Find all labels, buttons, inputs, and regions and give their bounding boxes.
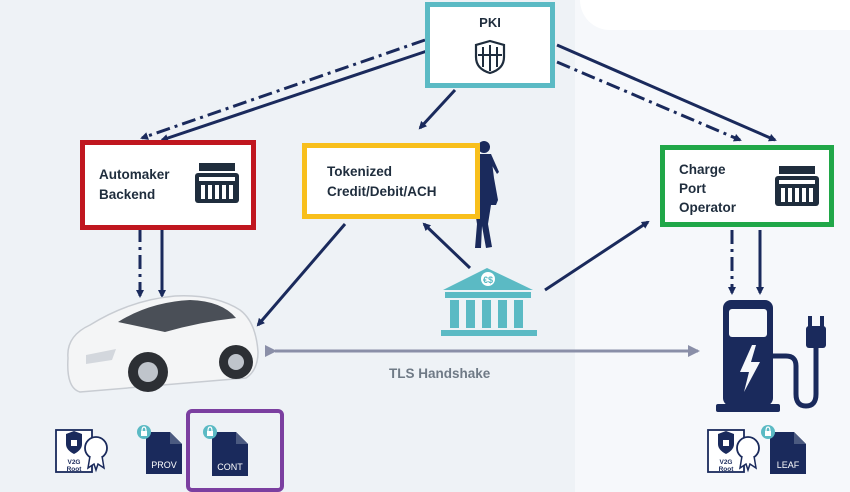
edge-bank-tokenized xyxy=(422,222,472,270)
cert-cont-label: CONT xyxy=(217,462,243,472)
cont-certificate-highlight xyxy=(186,409,284,492)
cert-root-label: Root xyxy=(67,466,83,473)
edge-tokenized-car xyxy=(256,223,347,327)
document-icon: PROV xyxy=(137,425,182,474)
background-right xyxy=(575,0,850,492)
tokenized-payment-node: Tokenized Credit/Debit/ACH xyxy=(302,143,480,219)
edge-pki-automaker xyxy=(160,48,431,142)
certificate-icon: V2G Root xyxy=(55,429,108,473)
automaker-backend-node: Automaker Backend xyxy=(80,140,256,230)
svg-text:€$: €$ xyxy=(483,275,493,285)
edge-bank-cpo xyxy=(544,220,650,292)
server-icon xyxy=(775,166,819,206)
server-icon xyxy=(195,163,239,203)
edge-pki-cpo-dashed xyxy=(556,60,742,142)
edge-pki-cpo xyxy=(556,43,777,142)
shield-icon xyxy=(474,39,506,75)
cert-leaf-label: LEAF xyxy=(777,460,800,470)
automaker-label: Automaker Backend xyxy=(99,167,170,202)
document-icon: LEAF xyxy=(761,425,806,474)
cert-prov-label: PROV xyxy=(151,460,177,470)
tls-handshake-label: TLS Handshake xyxy=(389,366,491,381)
pki-label: PKI xyxy=(479,15,501,30)
document-icon: CONT xyxy=(203,425,248,476)
cert-v2g-label-2: V2G xyxy=(719,459,732,466)
edge-pki-tokenized xyxy=(418,88,457,130)
charger-icon xyxy=(716,300,826,412)
cert-root-label-2: Root xyxy=(719,466,735,473)
background-corner xyxy=(580,0,850,30)
certificate-icon: V2G Root xyxy=(707,429,760,473)
pki-node: PKI xyxy=(425,2,555,88)
charge-port-operator-node: Charge Port Operator xyxy=(660,145,834,227)
cert-v2g-label: V2G xyxy=(67,459,80,466)
bank-icon: €$ xyxy=(441,268,537,336)
tokenized-label: Tokenized Credit/Debit/ACH xyxy=(327,164,437,199)
car-image xyxy=(67,295,259,393)
edge-pki-automaker-dashed xyxy=(140,38,426,140)
charge-port-label: Charge Port Operator xyxy=(679,162,737,215)
